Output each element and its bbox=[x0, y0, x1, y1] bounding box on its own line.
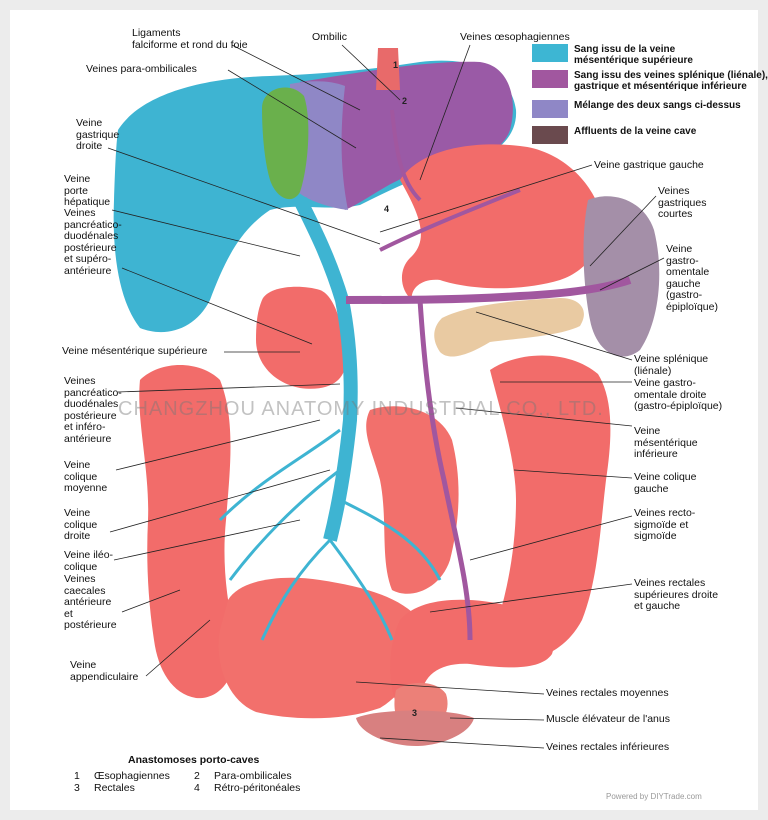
legend-swatch bbox=[532, 44, 568, 62]
anastomosis-num-4: 4 bbox=[194, 782, 200, 794]
duodenum bbox=[256, 286, 346, 389]
pancreas bbox=[434, 298, 584, 357]
label-recto-sigmoide: Veines recto- sigmoïde et sigmoïde bbox=[634, 507, 696, 542]
label-ombilic: Ombilic bbox=[312, 31, 348, 43]
legend-swatch bbox=[532, 126, 568, 144]
label-porte-hepatique: Veine porte hépatique bbox=[64, 173, 111, 208]
legend-text: Sang issu des veines splénique (liénale)… bbox=[574, 70, 768, 92]
label-mesenterique-inf: Veine mésentérique inférieure bbox=[634, 425, 698, 460]
stomach bbox=[400, 144, 603, 300]
anastomosis-text-1: Œsophagiennes bbox=[94, 770, 170, 782]
label-rectales-inf: Veines rectales inférieures bbox=[546, 741, 670, 753]
label-colique-gauche: Veine colique gauche bbox=[634, 471, 697, 495]
inf-mesenteric-vein bbox=[417, 299, 473, 641]
anastomosis-num-1: 1 bbox=[74, 770, 80, 782]
legend-swatch bbox=[532, 100, 568, 118]
label-mesenterique-sup: Veine mésentérique supérieure bbox=[62, 345, 208, 357]
label-para-ombilicales: Veines para-ombilicales bbox=[86, 63, 197, 75]
label-appendiculaire: Veine appendiculaire bbox=[70, 659, 139, 683]
levator-ani bbox=[356, 710, 474, 746]
anastomosis-marker-4: 4 bbox=[384, 204, 390, 214]
label-splenique: Veine splénique (liénale) bbox=[634, 353, 709, 377]
label-rectales-moyennes: Veines rectales moyennes bbox=[546, 687, 669, 699]
sigmoid-colon bbox=[390, 599, 554, 716]
label-gastro-omentale-gauche: Veine gastro- omentale gauche (gastro- é… bbox=[666, 243, 718, 313]
anastomosis-marker-1: 1 bbox=[393, 60, 399, 70]
watermark: CHANGZHOU ANATOMY INDUSTRIAL CO., LTD. bbox=[118, 398, 604, 420]
label-pancreatico-post-inf: Veines pancréatico- duodénales postérieu… bbox=[64, 375, 122, 445]
anastomosis-text-2: Para-ombilicales bbox=[214, 770, 292, 782]
esophagus bbox=[376, 48, 400, 90]
label-rectales-sup: Veines rectales supérieures droite et ga… bbox=[634, 577, 719, 612]
label-gastriques-courtes: Veines gastriques courtes bbox=[658, 185, 707, 220]
anastomosis-marker-2: 2 bbox=[402, 96, 408, 106]
splenic-vein bbox=[345, 276, 632, 304]
label-colique-moyenne: Veine colique moyenne bbox=[64, 459, 108, 494]
legend-item-cava: Affluents de la veine cave bbox=[532, 126, 696, 144]
anastomosis-text-4: Rétro-péritonéales bbox=[214, 782, 301, 794]
ileum-loops bbox=[366, 406, 459, 594]
ascending-colon bbox=[139, 365, 237, 699]
label-ligaments: Ligaments falciforme et rond du foie bbox=[132, 27, 248, 51]
legend-text: Affluents de la veine cave bbox=[574, 126, 697, 137]
anastomosis-num-2: 2 bbox=[194, 770, 200, 782]
spleen bbox=[583, 196, 660, 357]
portal-vein bbox=[293, 196, 358, 542]
label-gastro-omentale-droite: Veine gastro- omentale droite (gastro-ép… bbox=[634, 377, 723, 412]
legend-swatch bbox=[532, 70, 568, 88]
leader-lines bbox=[107, 44, 665, 749]
legend-text: Sang issu de la veine mésentérique supér… bbox=[574, 44, 693, 66]
label-caecales: Veines caecales antérieure et postérieur… bbox=[64, 573, 117, 631]
sup-mesenteric-branches bbox=[218, 428, 442, 641]
descending-colon bbox=[490, 355, 611, 660]
credit-text: Powered by DIYTrade.com bbox=[606, 792, 702, 801]
anastomoses-title: Anastomoses porto-caves bbox=[128, 754, 260, 766]
legend-item-sup-mesenteric: Sang issu de la veine mésentérique supér… bbox=[532, 44, 693, 66]
label-gastrique-gauche: Veine gastrique gauche bbox=[594, 159, 704, 171]
label-colique-droite: Veine colique droite bbox=[64, 507, 98, 542]
label-veines-oesophagiennes: Veines œsophagiennes bbox=[460, 31, 570, 43]
anastomosis-text-3: Rectales bbox=[94, 782, 135, 794]
label-ileo-colique: Veine iléo- colique bbox=[64, 549, 114, 573]
legend-item-splenic: Sang issu des veines splénique (liénale)… bbox=[532, 70, 768, 92]
legend-item-mixed: Mélange des deux sangs ci-dessus bbox=[532, 100, 741, 118]
label-muscle-elevateur: Muscle élévateur de l'anus bbox=[546, 713, 670, 725]
gastric-veins bbox=[379, 109, 521, 252]
legend-text: Mélange des deux sangs ci-dessus bbox=[574, 100, 741, 111]
anastomosis-marker-3: 3 bbox=[412, 708, 418, 718]
liver-left-lobe bbox=[300, 61, 513, 210]
gallbladder bbox=[262, 87, 309, 200]
label-pancreatico-post-sup: Veines pancréatico- duodénales postérieu… bbox=[64, 207, 122, 277]
anastomosis-num-3: 3 bbox=[74, 782, 80, 794]
label-gastrique-droite: Veine gastrique droite bbox=[76, 117, 120, 152]
